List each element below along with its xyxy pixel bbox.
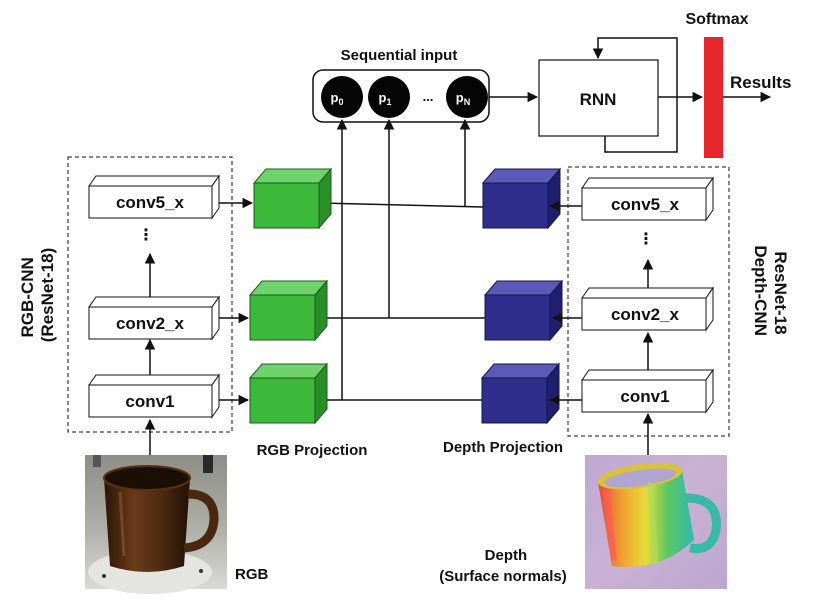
depth-layer-conv2x: conv2_x (581, 286, 714, 332)
rgb-layer-conv2x: conv2_x (88, 295, 220, 341)
softmax-bar (704, 37, 723, 158)
depth-projection-cube-5 (481, 167, 562, 230)
depth-input-label-line2: (Surface normals) (439, 568, 567, 585)
depth-layer-conv1: conv1 (581, 368, 714, 414)
rnn-box (538, 59, 659, 137)
rgb-projection-cube-5 (252, 167, 333, 230)
node-label: p (379, 90, 387, 105)
depth-layer-conv5x-label: conv5_x (611, 195, 680, 214)
rgb-projection-cube-1 (248, 362, 329, 425)
depth-layer-conv5x: conv5_x (581, 176, 714, 222)
rnn-recurrent-loop (592, 37, 678, 153)
depth-projection-label: Depth Projection (443, 439, 563, 456)
sequential-input-title: Sequential input (341, 47, 458, 64)
rgb-cnn-title: RGB-CNN (ResNet-18) (18, 248, 57, 342)
depth-input-image (585, 455, 727, 589)
node-subscript: 1 (386, 97, 391, 107)
rgb-cnn-title-line2: (ResNet-18) (38, 248, 57, 342)
rgb-projection-cube-2 (248, 279, 329, 342)
rgb-layer-conv5x-label: conv5_x (116, 193, 185, 212)
rgb-layer-conv5x: conv5_x (88, 174, 220, 220)
svg-text:p0: p0 (331, 90, 344, 107)
rgb-input-label: RGB (235, 566, 269, 583)
rgb-layer-conv1-label: conv1 (125, 392, 174, 411)
depth-cnn-title-line1: Depth-CNN (751, 245, 770, 336)
svg-text:p1: p1 (379, 90, 392, 107)
depth-layer-conv1-label: conv1 (620, 387, 669, 406)
sequential-node-pN: pN (446, 76, 488, 118)
depth-projection-cube-1 (480, 362, 561, 425)
rgb-layer-conv2x-label: conv2_x (116, 314, 185, 333)
rnn-label: RNN (580, 90, 617, 109)
node-subscript: 0 (338, 97, 343, 107)
depth-projection-cube-2 (483, 279, 564, 342)
rgb-cnn-title-line1: RGB-CNN (18, 257, 37, 337)
rgb-projection-label: RGB Projection (257, 442, 368, 459)
rgb-input-image (85, 455, 227, 594)
depth-input-label-line1: Depth (485, 547, 528, 564)
node-circle (446, 76, 488, 118)
results-label: Results (730, 73, 791, 92)
node-label: p (331, 90, 339, 105)
depth-cnn-title-line2: ResNet-18 (771, 251, 790, 334)
node-subscript: N (464, 97, 471, 107)
depth-layer-conv2x-label: conv2_x (611, 305, 680, 324)
depth-cnn-title: Depth-CNN ResNet-18 (751, 245, 790, 340)
svg-text:pN: pN (456, 90, 470, 107)
sequential-node-p1: p1 (368, 76, 410, 118)
rgb-layer-conv1: conv1 (88, 373, 220, 419)
sequential-ellipsis: ... (423, 89, 434, 104)
node-circle (368, 76, 410, 118)
depth-cnn-group (567, 166, 730, 437)
softmax-label: Softmax (685, 11, 748, 28)
depth-layers-ellipsis: ⋮ (638, 231, 654, 248)
sequential-node-p0: p0 (321, 76, 363, 118)
rgb-layers-ellipsis: ⋮ (138, 227, 154, 244)
node-circle (321, 76, 363, 118)
link-level5 (319, 202, 484, 208)
depth-input-label: Depth (Surface normals) (439, 547, 567, 585)
node-label: p (456, 90, 464, 105)
